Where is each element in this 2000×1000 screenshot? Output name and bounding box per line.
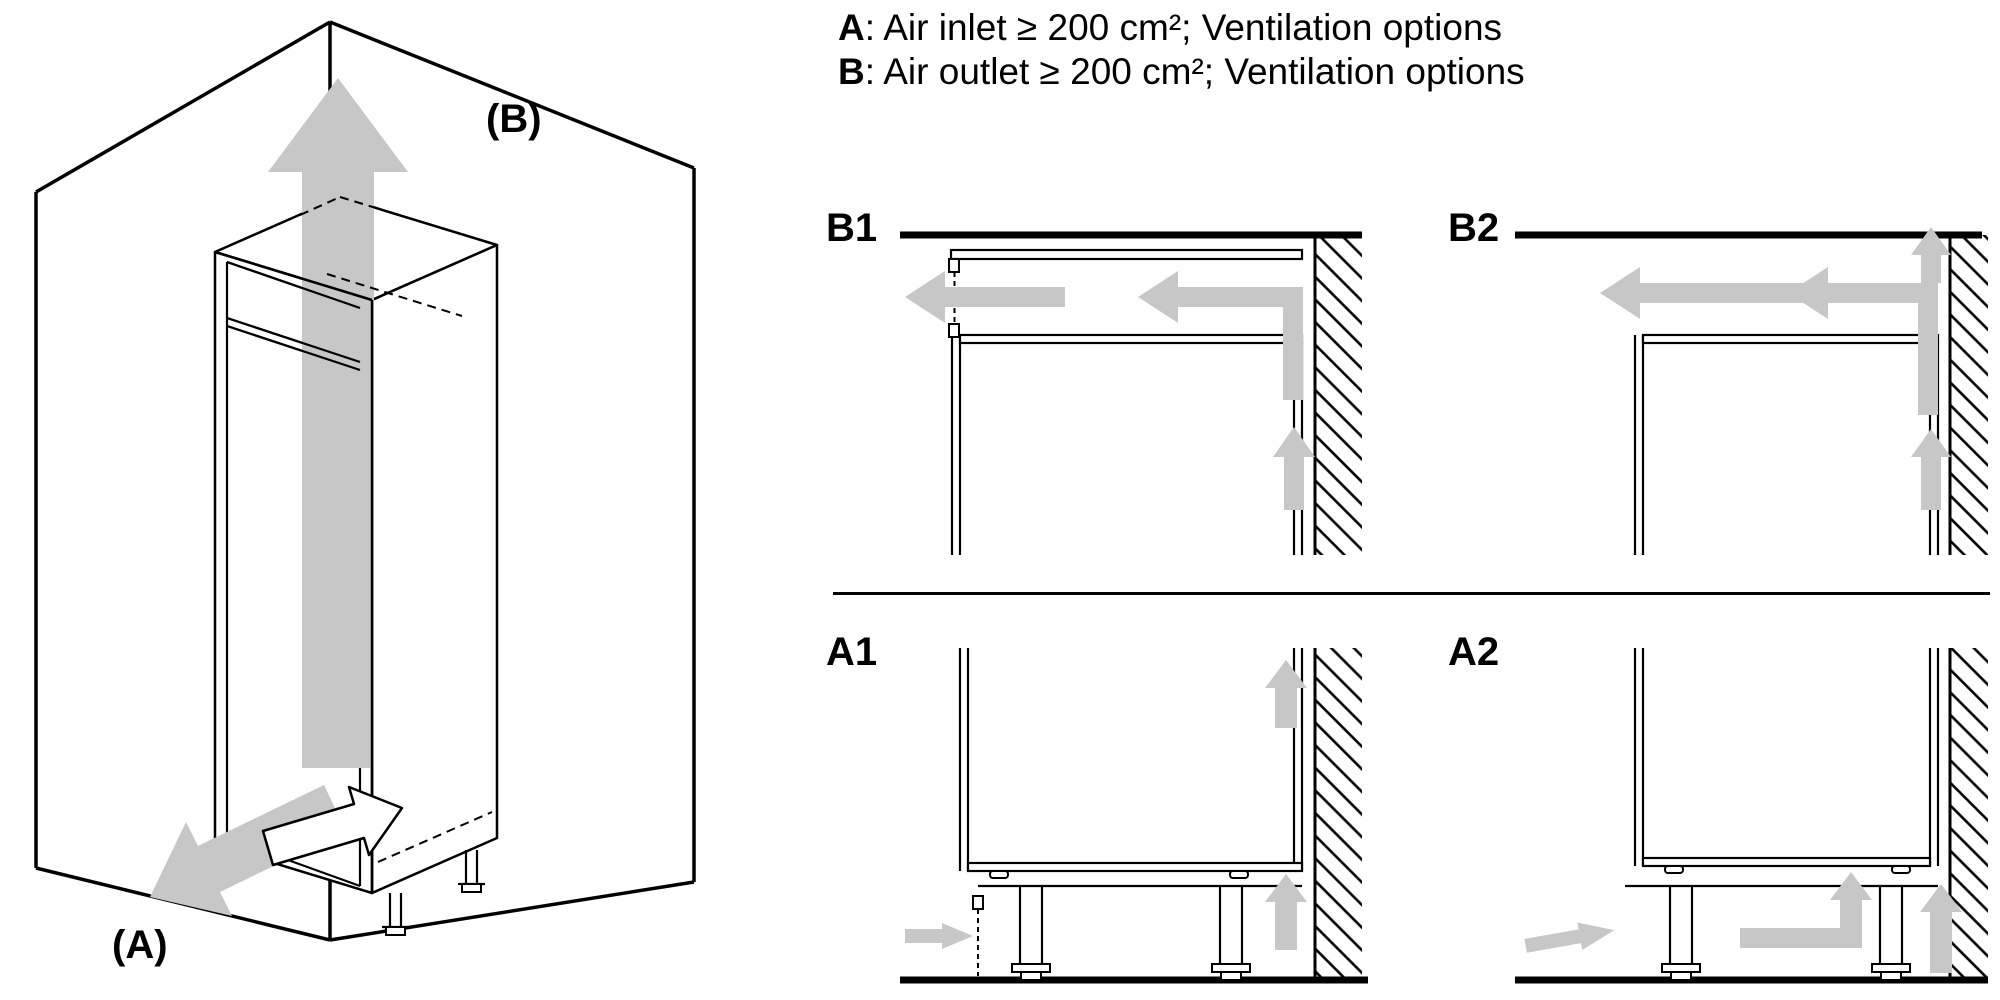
appliance-feet [382, 850, 485, 936]
airflow-arrows [1600, 227, 1951, 510]
arrow-up-top-gap [1911, 227, 1951, 283]
wall-hatching [1950, 235, 1988, 555]
furniture-structure [958, 648, 1304, 981]
arrow-up-gap [1911, 429, 1951, 510]
label-inlet-a: (A) [112, 923, 168, 967]
row-divider-line [833, 592, 1990, 595]
arrow-up-then-left [1788, 267, 1938, 415]
airflow-arrows [905, 271, 1315, 510]
panel-label-b1: B1 [826, 206, 878, 250]
panel-b2-diagram [1515, 227, 1988, 555]
panel-b1-diagram [900, 231, 1362, 555]
furniture-structure [1633, 333, 1940, 555]
arrow-up-gap-top [1265, 660, 1307, 728]
legend: A: Air inlet ≥ 200 cm²; Ventilation opti… [838, 6, 1525, 94]
arrow-up-gap-bottom [1265, 874, 1307, 950]
furniture-structure [1625, 648, 1940, 981]
panel-a2-diagram [1515, 648, 1988, 984]
arrow-up-gap [1273, 427, 1315, 510]
air-path-bent-arrow [261, 785, 404, 867]
legend-text-a: : Air inlet ≥ 200 cm²; Ventilation optio… [864, 7, 1503, 48]
arrow-up-gap [1920, 884, 1962, 973]
label-outlet-b: (B) [486, 97, 542, 141]
panel-label-a1: A1 [826, 630, 878, 674]
panel-a1-diagram [900, 648, 1368, 984]
legend-text-b: : Air outlet ≥ 200 cm²; Ventilation opti… [864, 51, 1525, 92]
arrow-right-then-up [1740, 872, 1872, 948]
niche-isometric-diagram: (B) (A) [34, 20, 696, 967]
arrow-up-then-left [1138, 271, 1303, 400]
arrow-inlet-plinth [905, 923, 973, 949]
arrow-left-out [1600, 267, 1855, 319]
legend-key-b: B [838, 51, 865, 92]
wall-hatching [1315, 648, 1362, 980]
airflow-arrows [1524, 872, 1962, 973]
edges-over-arrow [214, 196, 493, 893]
panel-label-a2: A2 [1448, 630, 1500, 674]
legend-key-a: A [838, 7, 865, 48]
wall-hatching [1315, 235, 1362, 555]
arrow-enter-under-plinth [1524, 922, 1615, 953]
arrow-left-out [905, 271, 1065, 323]
air-inlet-arrow-a [150, 785, 346, 916]
airflow-arrows [905, 660, 1307, 950]
wall-hatching [1950, 648, 1988, 980]
panel-label-b2: B2 [1448, 206, 1500, 250]
legend-line-a: A: Air inlet ≥ 200 cm²; Ventilation opti… [838, 6, 1525, 50]
legend-line-b: B: Air outlet ≥ 200 cm²; Ventilation opt… [838, 50, 1525, 94]
